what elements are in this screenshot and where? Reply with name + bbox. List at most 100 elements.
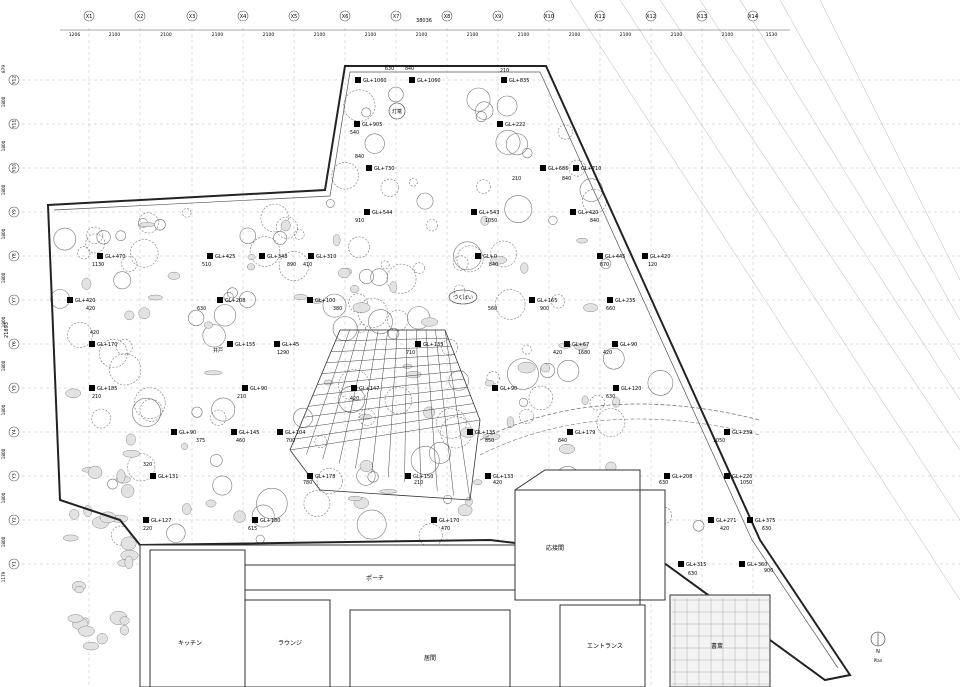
site-boundary <box>46 65 852 682</box>
level-marker-icon <box>612 341 618 347</box>
y-axis-label: Y4 <box>12 429 18 436</box>
level-label: GL+90 <box>500 386 517 392</box>
level-label: GL+120 <box>621 386 641 392</box>
level-label: GL+710 <box>581 166 601 172</box>
level-marker-icon <box>231 429 237 435</box>
y-axis-bubble <box>8 470 20 482</box>
feature-well: 井戸 <box>213 347 223 354</box>
x-axis-bubble <box>83 10 95 22</box>
x-axis-label: X6 <box>342 14 349 20</box>
level-marker-icon <box>724 429 730 435</box>
x-axis-label: X12 <box>646 14 656 20</box>
dimension-value: 850 <box>485 438 494 444</box>
level-label: GL+239 <box>732 430 752 436</box>
dimension-value: 780 <box>303 480 312 486</box>
dimension-value: 1050 <box>485 218 497 224</box>
level-marker-icon <box>89 385 95 391</box>
y-dimension: 1800 <box>1 360 6 371</box>
dimension-value: 470 <box>441 526 450 532</box>
level-marker-icon <box>597 253 603 259</box>
level-marker-icon <box>431 517 437 523</box>
dimension-value: 1290 <box>277 350 289 356</box>
level-label: GL+100 <box>315 298 335 304</box>
x-axis-label: X14 <box>748 14 758 20</box>
level-label: GL+155 <box>235 342 255 348</box>
room-entrance: エントランス <box>587 643 623 650</box>
level-marker-icon <box>467 429 473 435</box>
level-label: GL+220 <box>732 474 752 480</box>
level-label: GL+1060 <box>363 78 387 84</box>
compass-north: N <box>876 649 880 655</box>
level-label: GL+147 <box>359 386 379 392</box>
level-label: GL+348 <box>267 254 287 260</box>
room-lounge: ラウンジ <box>278 639 302 647</box>
dimension-value: 700 <box>286 438 295 444</box>
level-label: GL+170 <box>97 342 117 348</box>
dimension-value: 900 <box>540 306 549 312</box>
x-dimension: 2100 <box>569 32 581 38</box>
level-label: GL+420 <box>650 254 670 260</box>
x-axis-label: X7 <box>393 14 400 20</box>
study-tile-pattern <box>672 598 770 687</box>
dimension-value: 630 <box>606 394 615 400</box>
level-marker-icon <box>242 385 248 391</box>
x-axis-bubble <box>645 10 657 22</box>
dimension-value: 560 <box>488 306 497 312</box>
total-height: 21893 <box>4 322 10 338</box>
garden-path <box>479 403 761 441</box>
level-label: GL+90 <box>620 342 637 348</box>
x-axis-bubble <box>237 10 249 22</box>
y-axis-bubble <box>8 162 20 174</box>
level-marker-icon <box>259 253 265 259</box>
dimension-value: 840 <box>590 218 599 224</box>
level-marker-icon <box>664 473 670 479</box>
dimension-value: 890 <box>287 262 296 268</box>
y-dimension: 1800 <box>1 404 6 415</box>
level-label: GL+104 <box>285 430 305 436</box>
y-axis-label: Y2 <box>12 517 18 524</box>
level-label: GL+90 <box>250 386 267 392</box>
level-label: GL+133 <box>493 474 513 480</box>
level-label: GL+67 <box>572 342 589 348</box>
level-marker-icon <box>540 165 546 171</box>
level-marker-icon <box>143 517 149 523</box>
level-marker-icon <box>252 517 258 523</box>
y-dimension: 1179 <box>1 571 6 582</box>
level-label: GL+178 <box>315 474 335 480</box>
dimension-value: 210 <box>512 176 521 182</box>
level-label: GL+150 <box>413 474 433 480</box>
level-marker-icon <box>97 253 103 259</box>
garden-path-edge <box>479 418 761 456</box>
dimension-value: 420 <box>350 396 359 402</box>
level-marker-icon <box>308 253 314 259</box>
level-marker-icon <box>607 297 613 303</box>
level-label: GL+905 <box>362 122 382 128</box>
y-axis-bubble <box>8 382 20 394</box>
y-dimension: 1800 <box>1 140 6 151</box>
dimension-value: 420 <box>86 306 95 312</box>
dimension-value: 840 <box>558 438 567 444</box>
building <box>139 469 771 687</box>
x-axis-label: X13 <box>697 14 707 20</box>
feature-lantern: 灯篭 <box>392 108 402 115</box>
y-dimension: 1800 <box>1 272 6 283</box>
level-marker-icon <box>171 429 177 435</box>
y-dimension: 879 <box>1 65 6 73</box>
x-dimension: 2100 <box>365 32 377 38</box>
x-axis-label: X3 <box>189 14 196 20</box>
room-study: 書斎 <box>711 642 723 650</box>
y-dimension: 1800 <box>1 492 6 503</box>
level-marker-icon <box>471 209 477 215</box>
x-dimension: 2100 <box>518 32 530 38</box>
y-axis-label: Y10 <box>12 164 18 174</box>
level-marker-icon <box>409 77 415 83</box>
x-axis-bubble <box>747 10 759 22</box>
level-label: GL+835 <box>509 78 529 84</box>
x-axis-label: X1 <box>86 14 93 20</box>
